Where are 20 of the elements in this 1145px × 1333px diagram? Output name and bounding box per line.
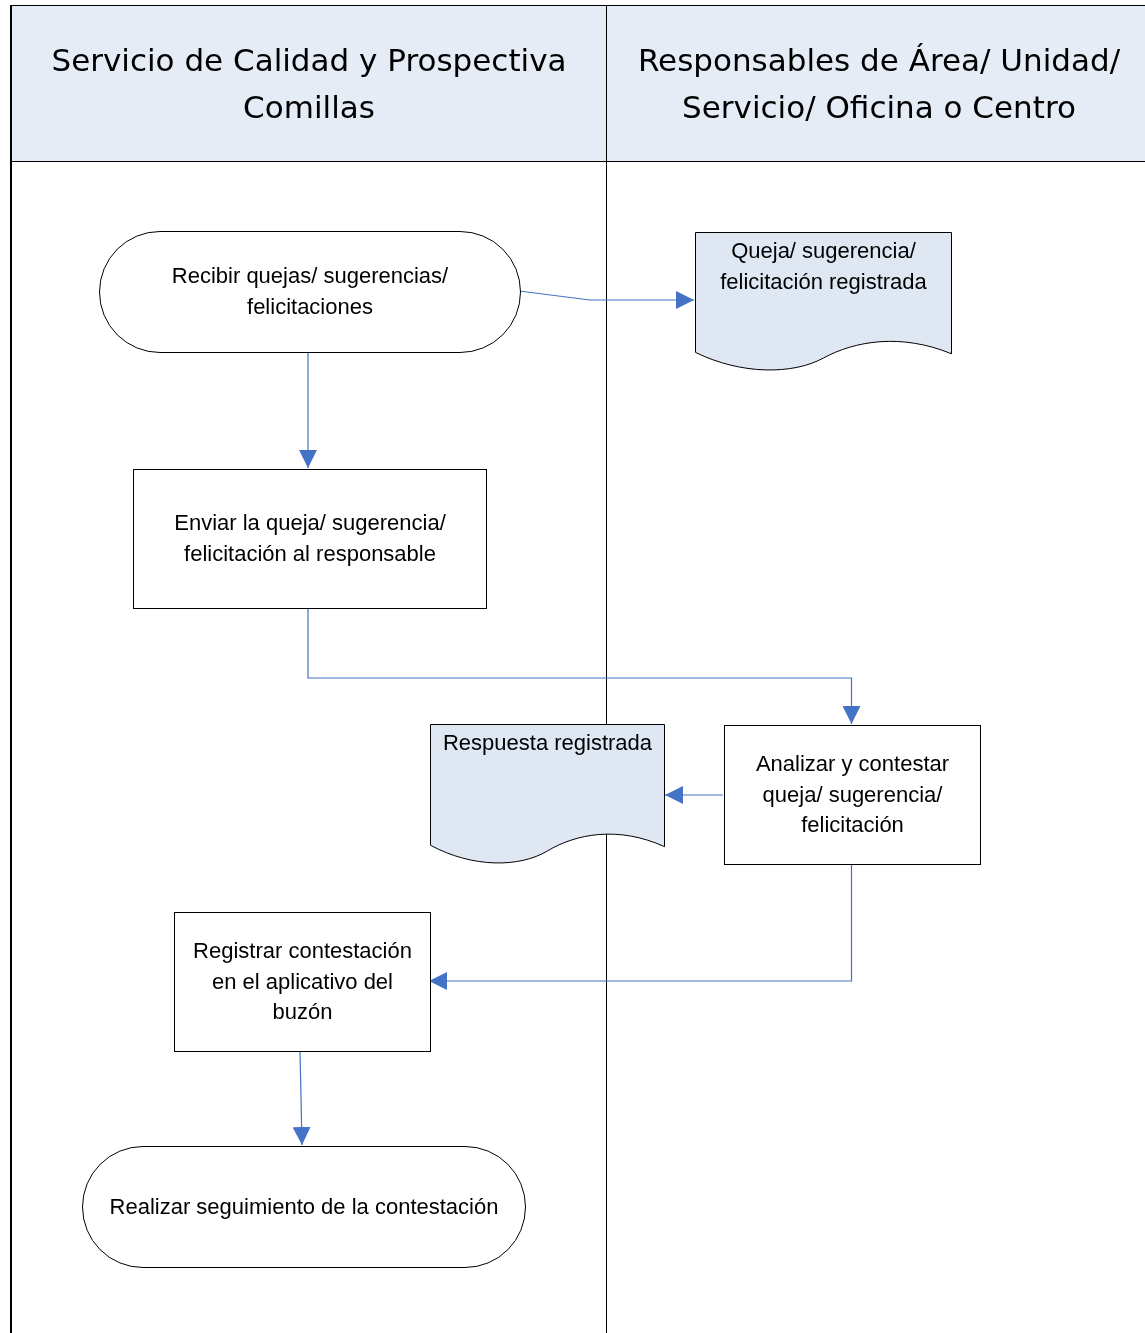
document-shape — [695, 232, 952, 372]
document-shape — [430, 724, 665, 865]
node-label: Queja/ sugerencia/ felicitación registrada — [719, 237, 928, 296]
process-box — [133, 469, 487, 609]
node-label: Registrar contestación en el aplicativo del buzón — [192, 936, 413, 1027]
node-label: Enviar la queja/ sugerencia/ felicitación al responsable — [173, 509, 447, 568]
arrow — [664, 786, 724, 804]
arrow — [428, 863, 853, 990]
arrow — [518, 290, 695, 309]
node-label: Realizar seguimiento de la contestación — [108, 1192, 500, 1221]
lane-title: Servicio de Calidad y Prospectiva Comillas — [50, 41, 568, 127]
node-label: Analizar y contestar queja/ sugerencia/ felicitación — [754, 749, 951, 840]
node-label: Respuesta registrada — [441, 729, 654, 757]
arrow — [292, 1050, 311, 1146]
node-label: Recibir quejas/ sugerencias/ felicitaciones — [170, 262, 450, 321]
process-box — [724, 725, 981, 865]
process-box — [174, 912, 431, 1052]
lane-title: Responsables de Área/ Unidad/ Servicio/ Oficina o Centro — [636, 41, 1122, 127]
arrow — [299, 351, 317, 469]
arrow — [307, 607, 861, 725]
